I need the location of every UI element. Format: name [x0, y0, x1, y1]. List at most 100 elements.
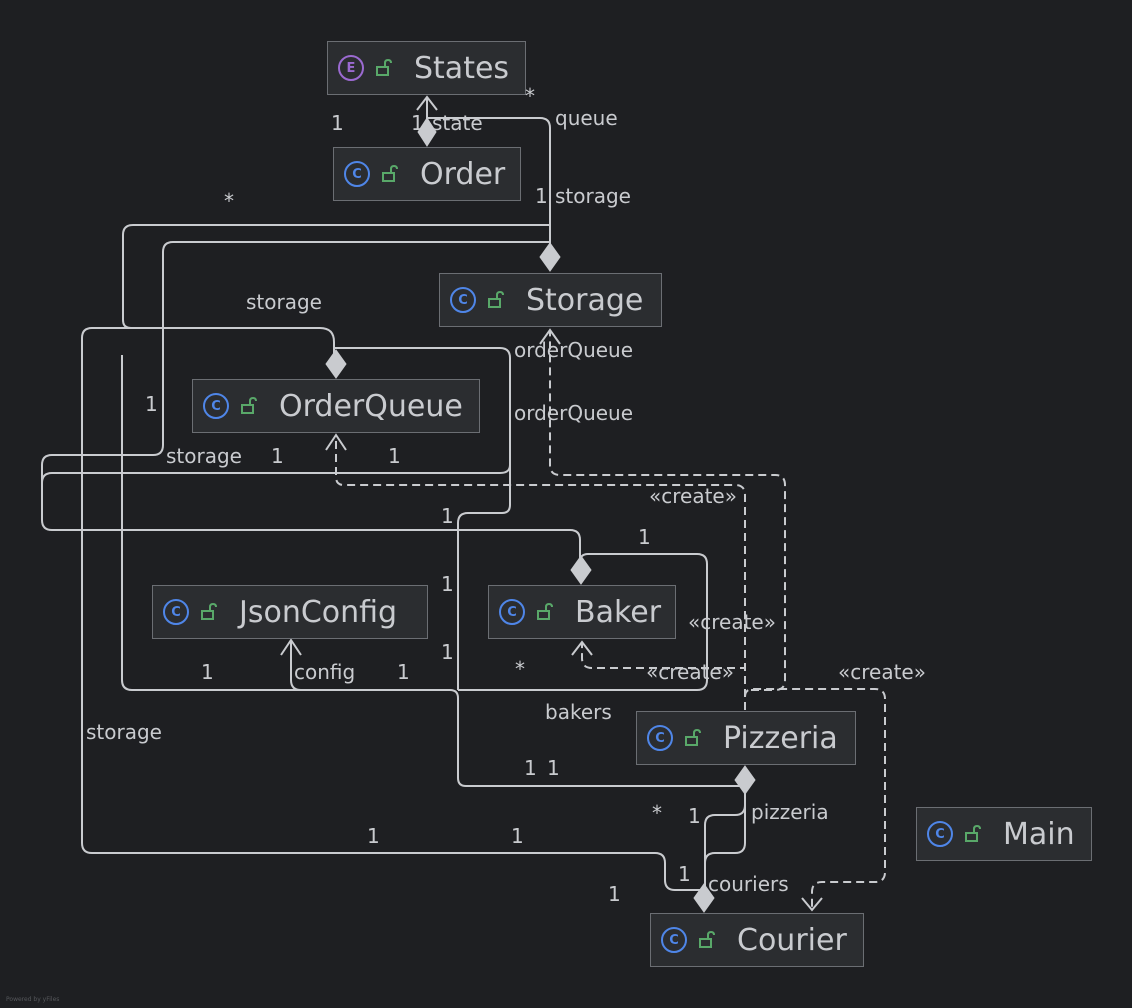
runnable-class-icon: C	[927, 821, 953, 847]
multiplicity: 1	[441, 572, 454, 596]
edge-orderqueue-loop[interactable]	[41, 347, 511, 520]
edge-label-create: «create»	[838, 660, 926, 684]
diamond-baker	[570, 555, 592, 585]
edge-storage-left[interactable]	[41, 241, 581, 560]
edge-label-orderqueue: orderQueue	[514, 401, 634, 425]
class-name: Main	[1003, 816, 1075, 852]
edge-create-baker[interactable]	[581, 642, 746, 710]
edge-label-storage: storage	[246, 290, 322, 314]
arrowhead-jsonconfig	[280, 638, 302, 656]
edge-label-couriers: couriers	[708, 872, 789, 896]
edge-label-state: state	[432, 111, 483, 135]
class-icon: C	[163, 599, 189, 625]
diamond-pizzeria	[734, 765, 756, 795]
multiplicity: 1	[271, 444, 284, 468]
edge-queue-right[interactable]	[457, 465, 511, 690]
public-lock-icon	[376, 58, 392, 76]
class-icon: C	[647, 725, 673, 751]
public-lock-icon	[382, 164, 398, 182]
edge-label-create: «create»	[646, 660, 734, 684]
public-lock-icon	[537, 602, 553, 620]
edge-create-orderqueue[interactable]	[335, 435, 746, 710]
diamond-order	[417, 117, 437, 147]
multiplicity: 1	[411, 111, 424, 135]
multiplicity: 1	[441, 504, 454, 528]
multiplicity: 1	[688, 804, 701, 828]
multiplicity: *	[525, 84, 535, 108]
edge-pizzeria-mid[interactable]	[121, 355, 745, 787]
multiplicity: 1	[145, 392, 158, 416]
multiplicity: 1	[511, 824, 524, 848]
multiplicity: *	[652, 801, 662, 825]
class-icon: C	[661, 927, 687, 953]
enum-icon: E	[338, 55, 364, 81]
edge-label-create: «create»	[688, 610, 776, 634]
class-icon: C	[203, 393, 229, 419]
class-icon: C	[499, 599, 525, 625]
arrowhead-storage	[539, 328, 561, 345]
diamond-storage	[539, 242, 561, 272]
multiplicity: 1	[331, 111, 344, 135]
class-main[interactable]: C Main	[916, 807, 1092, 861]
multiplicity: 1	[678, 862, 691, 886]
multiplicity: 1	[638, 525, 651, 549]
multiplicity: 1	[608, 882, 621, 906]
class-name: OrderQueue	[279, 388, 463, 424]
diamond-courier	[693, 883, 715, 913]
edge-label-create: «create»	[649, 484, 737, 508]
multiplicity: 1	[524, 756, 537, 780]
class-courier[interactable]: C Courier	[650, 913, 864, 967]
multiplicity: 1	[388, 444, 401, 468]
class-baker[interactable]: C Baker	[488, 585, 676, 639]
multiplicity: *	[224, 189, 234, 213]
multiplicity: 1	[201, 660, 214, 684]
edge-storage-order[interactable]	[122, 224, 551, 355]
edge-label-queue: queue	[555, 106, 618, 130]
multiplicity: 1	[547, 756, 560, 780]
arrowhead-courier	[801, 897, 823, 912]
arrowhead-states	[416, 95, 438, 111]
edge-label-storage: storage	[166, 444, 242, 468]
watermark: Powered by yFiles	[6, 996, 60, 1003]
edge-storage-bottom[interactable]	[81, 327, 703, 891]
public-lock-icon	[685, 728, 701, 746]
class-name: Baker	[575, 594, 662, 630]
edge-label-storage: storage	[86, 720, 162, 744]
edge-label-storage: storage	[555, 184, 631, 208]
class-pizzeria[interactable]: C Pizzeria	[636, 711, 856, 765]
multiplicity: *	[515, 657, 525, 681]
edge-queue[interactable]	[426, 117, 551, 250]
edge-label-orderqueue: orderQueue	[514, 338, 634, 362]
class-name: Order	[420, 156, 506, 192]
public-lock-icon	[488, 290, 504, 308]
multiplicity: 1	[367, 824, 380, 848]
arrowhead-orderqueue	[325, 433, 347, 451]
class-name: States	[414, 50, 510, 86]
edge-create-courier[interactable]	[744, 688, 886, 910]
public-lock-icon	[965, 824, 981, 842]
class-icon: C	[344, 161, 370, 187]
class-states[interactable]: E States	[327, 41, 526, 95]
multiplicity: 1	[397, 660, 410, 684]
public-lock-icon	[201, 602, 217, 620]
class-order[interactable]: C Order	[333, 147, 521, 201]
edge-pizzeria-courier-2[interactable]	[704, 780, 746, 890]
class-jsonconfig[interactable]: C JsonConfig	[152, 585, 428, 639]
class-name: JsonConfig	[239, 594, 398, 630]
class-name: Storage	[526, 282, 644, 318]
multiplicity: 1	[535, 184, 548, 208]
edge-label-config: config	[294, 660, 356, 684]
class-icon: C	[450, 287, 476, 313]
arrowhead-baker	[571, 640, 593, 656]
class-orderqueue[interactable]: C OrderQueue	[192, 379, 480, 433]
edge-create-storage[interactable]	[549, 330, 786, 710]
class-name: Courier	[737, 922, 847, 958]
edge-label-bakers: bakers	[545, 700, 612, 724]
edge-config[interactable]	[290, 640, 302, 691]
public-lock-icon	[241, 396, 257, 414]
edge-label-pizzeria: pizzeria	[751, 800, 829, 824]
class-name: Pizzeria	[723, 720, 838, 756]
public-lock-icon	[699, 930, 715, 948]
class-storage[interactable]: C Storage	[439, 273, 662, 327]
